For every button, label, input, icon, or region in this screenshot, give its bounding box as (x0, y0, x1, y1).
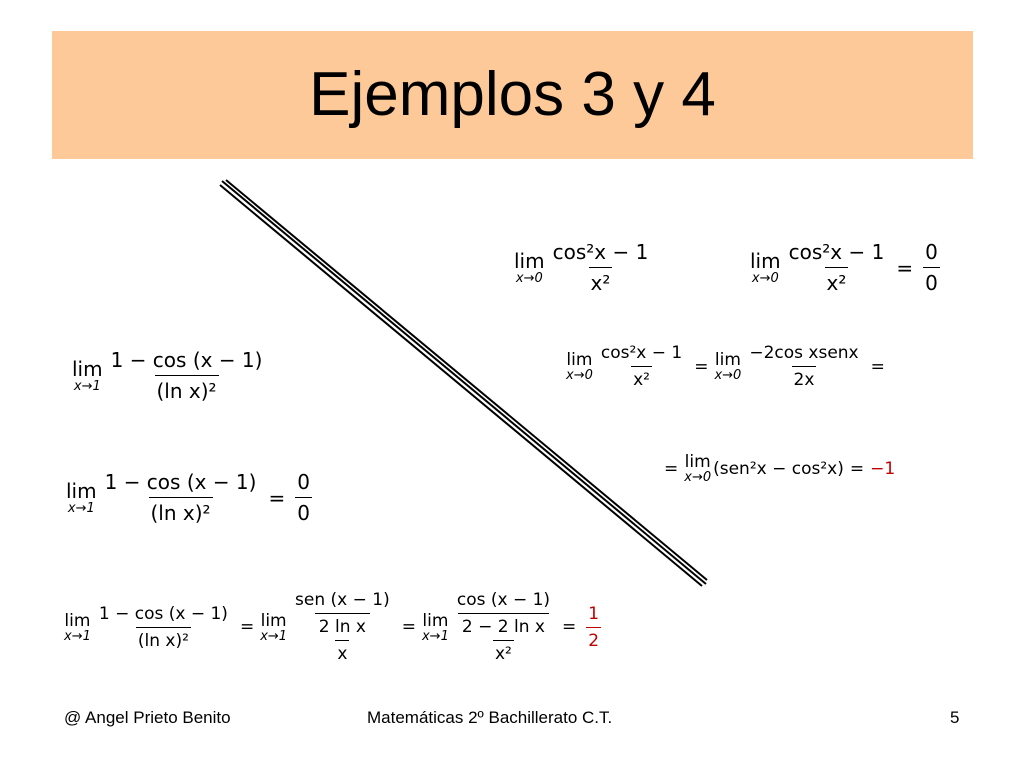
footer-course: Matemáticas 2º Bachillerato C.T. (367, 708, 613, 727)
indeterminate-form: 0 0 (295, 470, 312, 525)
ex4-result-line: = lim x→0 (sen²x − cos²x) = −1 (664, 452, 896, 485)
footer-author: @ Angel Prieto Benito (64, 708, 231, 727)
lhopital-step-1: sen (x − 1) 2 ln x x (295, 590, 390, 664)
ex3-fraction: 1 − cos (x − 1) (ln x)² (110, 348, 263, 403)
limit-operator: lim x→1 (260, 610, 288, 644)
limit-operator: lim x→0 (714, 350, 742, 383)
ex4-result: −1 (870, 458, 896, 479)
lhopital-step-2: cos (x − 1) 2 − 2 ln x x² (456, 590, 551, 664)
ex4-simplified-expr: (sen²x − cos²x) (713, 458, 844, 479)
limit-operator: lim x→1 (66, 479, 97, 516)
ex4-fraction: cos²x − 1 x² (600, 343, 683, 390)
ex4-lhopital: lim x→0 cos²x − 1 x² = lim x→0 −2cos xse… (566, 343, 885, 390)
limit-operator: lim x→0 (566, 350, 593, 383)
ex3-result: 1 2 (586, 603, 602, 651)
page-number: 5 (950, 708, 960, 727)
ex3-fraction: 1 − cos (x − 1) (ln x)² (98, 603, 228, 651)
ex4-fraction: cos²x − 1 x² (788, 240, 885, 295)
limit-operator: lim x→0 (750, 249, 781, 286)
title-bar: Ejemplos 3 y 4 (52, 31, 973, 159)
ex4-indeterminate: lim x→0 cos²x − 1 x² = 0 0 (750, 240, 940, 295)
ex3-indeterminate: lim x→1 1 − cos (x − 1) (ln x)² = 0 0 (66, 470, 312, 525)
slide-title: Ejemplos 3 y 4 (309, 60, 716, 129)
indeterminate-form: 0 0 (923, 240, 940, 295)
limit-operator: lim x→1 (64, 610, 91, 644)
ex4-fraction: cos²x − 1 x² (552, 240, 649, 295)
lhopital-step-1: −2cos xsenx 2x (749, 343, 859, 390)
limit-operator: lim x→0 (514, 249, 545, 286)
ex4-statement: lim x→0 cos²x − 1 x² (514, 240, 654, 295)
limit-operator: lim x→1 (421, 610, 449, 644)
limit-operator: lim x→0 (684, 452, 712, 485)
ex3-fraction: 1 − cos (x − 1) (ln x)² (104, 470, 257, 525)
ex3-solution: lim x→1 1 − cos (x − 1) (ln x)² = lim x→… (64, 590, 602, 664)
ex3-statement: lim x→1 1 − cos (x − 1) (ln x)² (72, 348, 268, 403)
limit-operator: lim x→1 (72, 357, 103, 394)
